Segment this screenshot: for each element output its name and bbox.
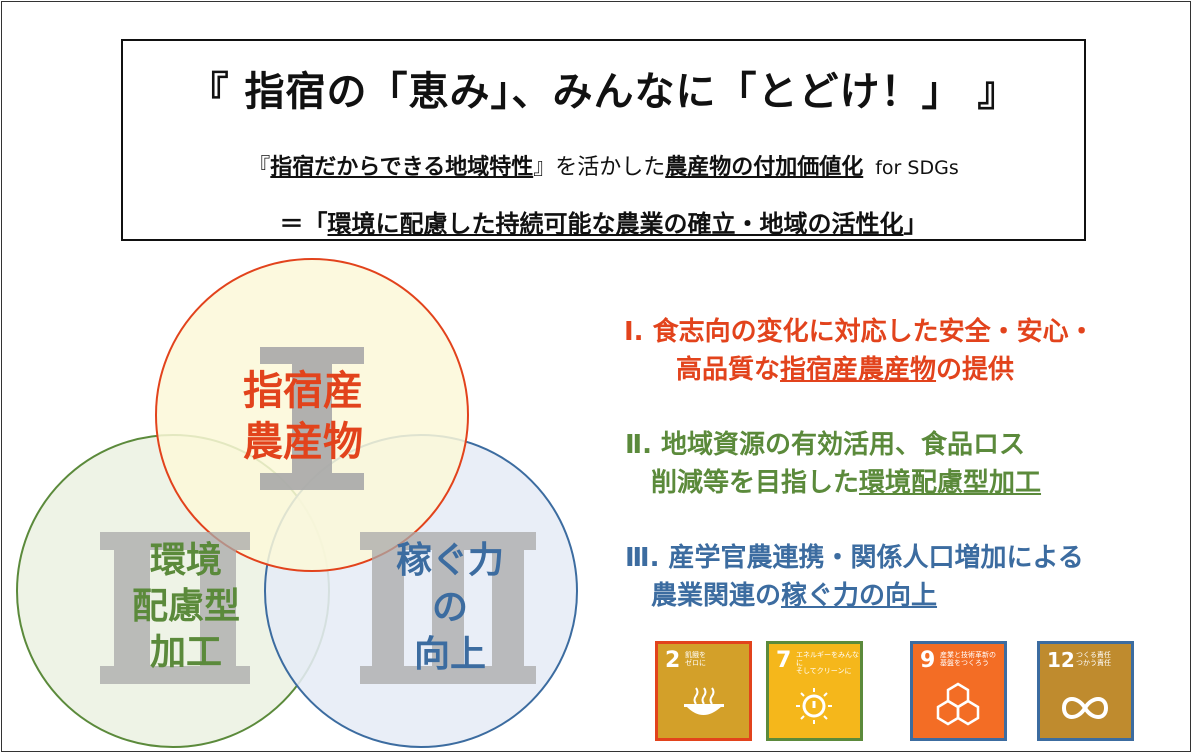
subtitle2-suffix: 」 <box>903 210 928 238</box>
subtitle-line-1: 『指宿だからできる地域特性』を活かした農産物の付加価値化 for SDGs <box>123 149 1084 181</box>
infinity-icon <box>1061 697 1109 719</box>
subtitle-value-added: 農産物の付加価値化 <box>665 155 864 180</box>
subtitle-open-bracket: 『 <box>248 155 271 180</box>
circle-label-eco-processing: 環境 配慮型 加工 <box>131 540 240 674</box>
goal-3: Ⅲ. 産学官農連携・関係人口増加による 農業関連の稼ぐ力の向上 <box>625 543 1084 611</box>
sdg-tile-2: 2 飢餓を ゼロに <box>655 641 752 741</box>
title-box: 『 指宿の「恵み」、みんなに「とどけ！」 』 『指宿だからできる地域特性』を活か… <box>121 39 1086 241</box>
subtitle-line-2: ＝「環境に配慮した持続可能な農業の確立・地域の活性化」 <box>123 204 1084 239</box>
sun-icon <box>796 688 832 724</box>
circle-label-local-produce: 指宿産 農産物 <box>243 368 363 466</box>
circle-label-earning-power: 稼ぐ力 の 向上 <box>395 540 504 675</box>
numeral-2-glyph <box>100 532 250 684</box>
sdg-tile-9: 9 産業と技術革新の 基盤をつくろう <box>910 641 1007 741</box>
sdg-tile-7: 7 エネルギーをみんなに そしてクリーンに <box>766 641 863 741</box>
subtitle-regional-characteristic: 指宿だからできる地域特性 <box>270 155 534 180</box>
goal-2: Ⅱ. 地域資源の有効活用、食品ロス 削減等を目指した環境配慮型加工 <box>625 430 1042 498</box>
numeral-3-glyph <box>360 532 536 684</box>
subtitle-mid: 』を活かした <box>533 155 666 180</box>
sdg-tile-12: 12 つくる責任 つかう責任 <box>1037 641 1134 741</box>
goal-1: Ⅰ. 食志向の変化に対応した安全・安心・ 高品質な指宿産農産物の提供 <box>624 317 1095 385</box>
bowl-icon <box>684 687 724 715</box>
subtitle2-goal: 環境に配慮した持続可能な農業の確立・地域の活性化 <box>327 210 904 238</box>
subtitle2-prefix: ＝「 <box>279 210 328 238</box>
cubes-icon <box>936 682 980 726</box>
numeral-1-glyph <box>260 347 364 490</box>
subtitle-sdgs: for SDGs <box>875 157 959 179</box>
page-title: 『 指宿の「恵み」、みんなに「とどけ！」 』 <box>188 69 1019 115</box>
